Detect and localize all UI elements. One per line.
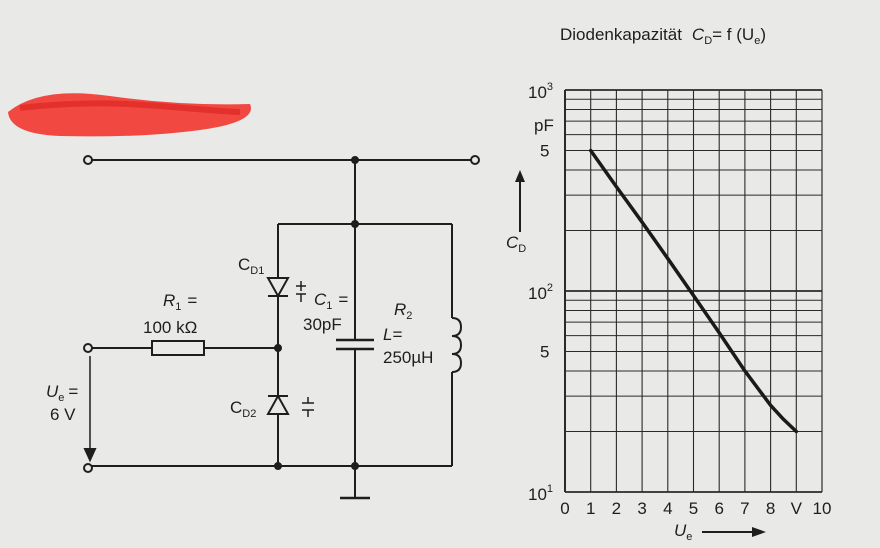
label-c1-symbol: C1= xyxy=(314,290,348,312)
label-r1-symbol: R1= xyxy=(163,291,197,313)
capacitance-curve-group xyxy=(588,148,799,434)
y-tick-label: 102 xyxy=(528,282,553,303)
label-l-value: 250µH xyxy=(383,348,433,367)
label-ue-symbol: Ue= xyxy=(46,382,78,404)
label-cd1: CD1 xyxy=(238,255,264,277)
diode-cd1 xyxy=(266,277,290,299)
junction-bottom-left xyxy=(274,462,282,470)
circuit-diagram xyxy=(83,155,480,500)
x-tick-label: 6 xyxy=(714,499,723,518)
voltage-arrow-head xyxy=(83,448,97,463)
x-tick-label: 8 xyxy=(766,499,775,518)
inductor-l xyxy=(451,317,463,373)
label-l-symbol: L= xyxy=(383,325,402,344)
y-tick-label: 101 xyxy=(528,483,553,504)
label-c1-value: 30pF xyxy=(303,315,342,334)
x-tick-label: 4 xyxy=(663,499,672,518)
y-axis-labels: 103 102 101 5 5 xyxy=(528,81,553,504)
capacitance-curve xyxy=(588,148,799,434)
x-tick-label: 5 xyxy=(689,499,698,518)
input-terminal xyxy=(83,343,93,353)
top-right-terminal xyxy=(470,155,480,165)
x-tick-label: 2 xyxy=(612,499,621,518)
x-tick-label: V xyxy=(791,499,803,518)
x-tick-label: 7 xyxy=(740,499,749,518)
top-left-terminal xyxy=(83,155,93,165)
y-axis-label: CD xyxy=(506,233,526,255)
x-tick-label: 3 xyxy=(637,499,646,518)
y-minor-tick-label: 5 xyxy=(540,343,549,362)
bottom-left-terminal xyxy=(83,463,93,473)
label-r1-value: 100 kΩ xyxy=(143,318,197,337)
label-ue-value: 6 V xyxy=(50,405,76,424)
resistor-r1 xyxy=(151,340,205,356)
x-tick-label: 10 xyxy=(813,499,832,518)
x-tick-label: 0 xyxy=(560,499,569,518)
chart-grid xyxy=(564,89,823,493)
redaction-scribble xyxy=(8,93,251,137)
diode-cd2 xyxy=(266,393,290,415)
x-axis-label: Ue xyxy=(674,521,692,543)
y-axis-arrow-head xyxy=(515,170,525,182)
y-minor-tick-label: 5 xyxy=(540,142,549,161)
label-r2-symbol: R2 xyxy=(394,300,412,322)
y-tick-label: 103 xyxy=(528,81,553,102)
y-unit-label: pF xyxy=(534,116,554,135)
x-tick-label: 1 xyxy=(586,499,595,518)
label-cd2: CD2 xyxy=(230,398,256,420)
x-axis-arrow-head xyxy=(752,527,766,537)
